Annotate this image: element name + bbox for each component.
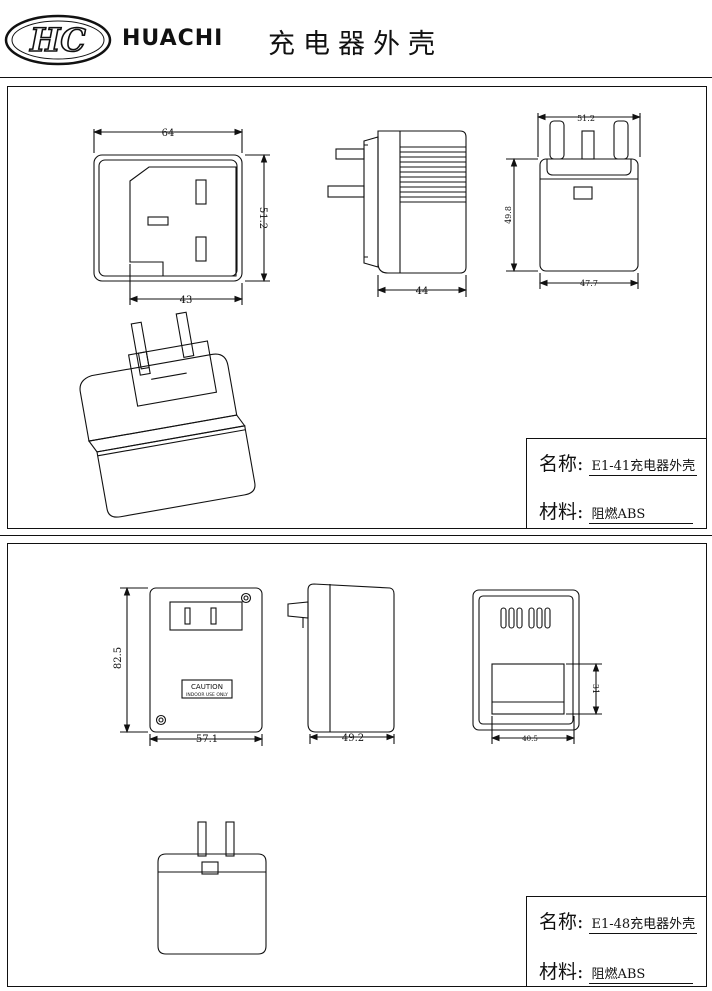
header: HC HUACHI 充电器外壳 <box>0 0 712 80</box>
side-ribs <box>400 146 466 203</box>
caution-text: INDOOR USE ONLY <box>186 692 228 698</box>
material-label-top: 材料: <box>539 501 584 523</box>
dim-front-height: 82.5 <box>113 647 124 669</box>
material-row-bottom: 材料: 阻燃ABS <box>539 957 694 984</box>
product-title: 充电器外壳 <box>268 29 443 60</box>
front-view-bottom <box>120 586 264 746</box>
dim-end-height: 49.8 <box>504 206 513 224</box>
caution-title: CAUTION <box>191 683 223 691</box>
name-row-top: 名称: E1-41充电器外壳 <box>539 449 698 476</box>
logo-ellipse-inner <box>11 20 105 60</box>
side-view-bottom <box>287 583 396 744</box>
socket-front-view <box>92 128 270 305</box>
drawing-bottom: CAUTION INDOOR USE ONLY 82.5 57.1 49.2 <box>113 583 602 955</box>
name-value-bottom: E1-48充电器外壳 <box>589 913 698 934</box>
drawing-panel-bottom: CAUTION INDOOR USE ONLY 82.5 57.1 49.2 <box>7 543 707 987</box>
dim-socket-width: 64 <box>162 128 175 139</box>
drawing-panel-top: 64 51.2 43 44 <box>7 86 707 529</box>
info-box-top: 名称: E1-41充电器外壳 材料: 阻燃ABS <box>526 438 707 529</box>
name-value-top: E1-41充电器外壳 <box>589 455 698 476</box>
dim-socket-height: 51.2 <box>257 207 268 229</box>
drawing-top: 64 51.2 43 44 <box>79 113 642 518</box>
material-value-bottom: 阻燃ABS <box>589 963 694 984</box>
end-view-top <box>506 113 642 289</box>
dim-end-width-top: 51.2 <box>577 114 595 123</box>
end-view-bottom <box>472 589 602 744</box>
material-row-top: 材料: 阻燃ABS <box>539 497 694 524</box>
material-value-top: 阻燃ABS <box>589 503 694 524</box>
name-label-bottom: 名称: <box>539 911 584 933</box>
dim-front-width: 57.1 <box>196 734 218 745</box>
logo-text: HC <box>29 21 86 59</box>
panel-divider <box>0 535 712 536</box>
name-label-top: 名称: <box>539 453 584 475</box>
header-divider <box>0 77 712 78</box>
logo-ellipse <box>4 14 112 66</box>
material-label-bottom: 材料: <box>539 961 584 983</box>
side-view-top <box>327 130 468 297</box>
brand-name: HUACHI <box>122 26 224 51</box>
name-row-bottom: 名称: E1-48充电器外壳 <box>539 907 698 934</box>
logo-graphic: HC <box>4 14 112 66</box>
rear-view-bottom <box>157 821 267 955</box>
dim-side-depth-top: 44 <box>416 286 429 297</box>
isometric-view-top <box>79 311 256 518</box>
dim-end-height-bottom: 31 <box>591 684 600 694</box>
info-box-bottom: 名称: E1-48充电器外壳 材料: 阻燃ABS <box>526 896 707 987</box>
dim-end-width-bottom: 47.7 <box>580 279 598 288</box>
dim-end-width-bottom2: 40.5 <box>522 735 538 743</box>
dim-side-depth-bottom: 49.2 <box>342 733 364 744</box>
dim-socket-inner: 43 <box>180 295 193 306</box>
